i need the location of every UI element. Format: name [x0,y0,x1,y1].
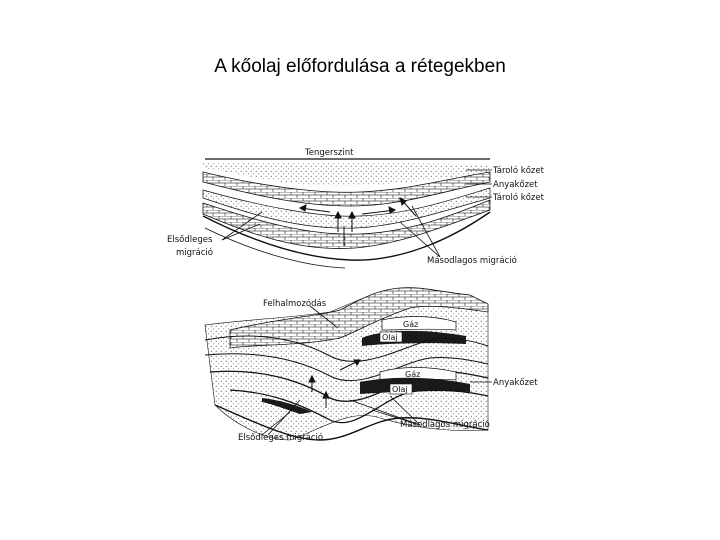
upper-gas-label: Gáz [403,320,418,329]
bottom-source-rock-label: Anyakőzet [493,378,538,388]
upper-oil-label: Olaj [382,333,398,342]
top-secondary-migration-label: Másodlagos migráció [427,255,517,266]
top-primary-migration-line2: migráció [176,247,213,258]
top-source-rock-label: Anyakőzet [493,180,538,190]
accumulation-label: Felhalmozódás [263,298,327,309]
bottom-primary-migration-label: Elsődleges migráció [238,432,323,443]
lower-gas-label: Gáz [405,370,420,379]
top-reservoir-upper-label: Tároló kőzet [492,165,545,176]
bottom-anticline-diagram: Felhalmozódás Gáz Olaj Gáz Olaj Anyakőze… [205,288,538,443]
bottom-secondary-migration-label: Másodlagos migráció [400,419,490,430]
top-basin-diagram: Tengerszint Tároló kőzet Anyakőzet Tárol… [167,148,545,268]
top-reservoir-lower-label: Tároló kőzet [492,192,545,203]
lower-oil-label: Olaj [392,385,408,394]
top-primary-migration-line1: Elsődleges [167,235,213,245]
sea-level-label: Tengerszint [304,148,354,158]
